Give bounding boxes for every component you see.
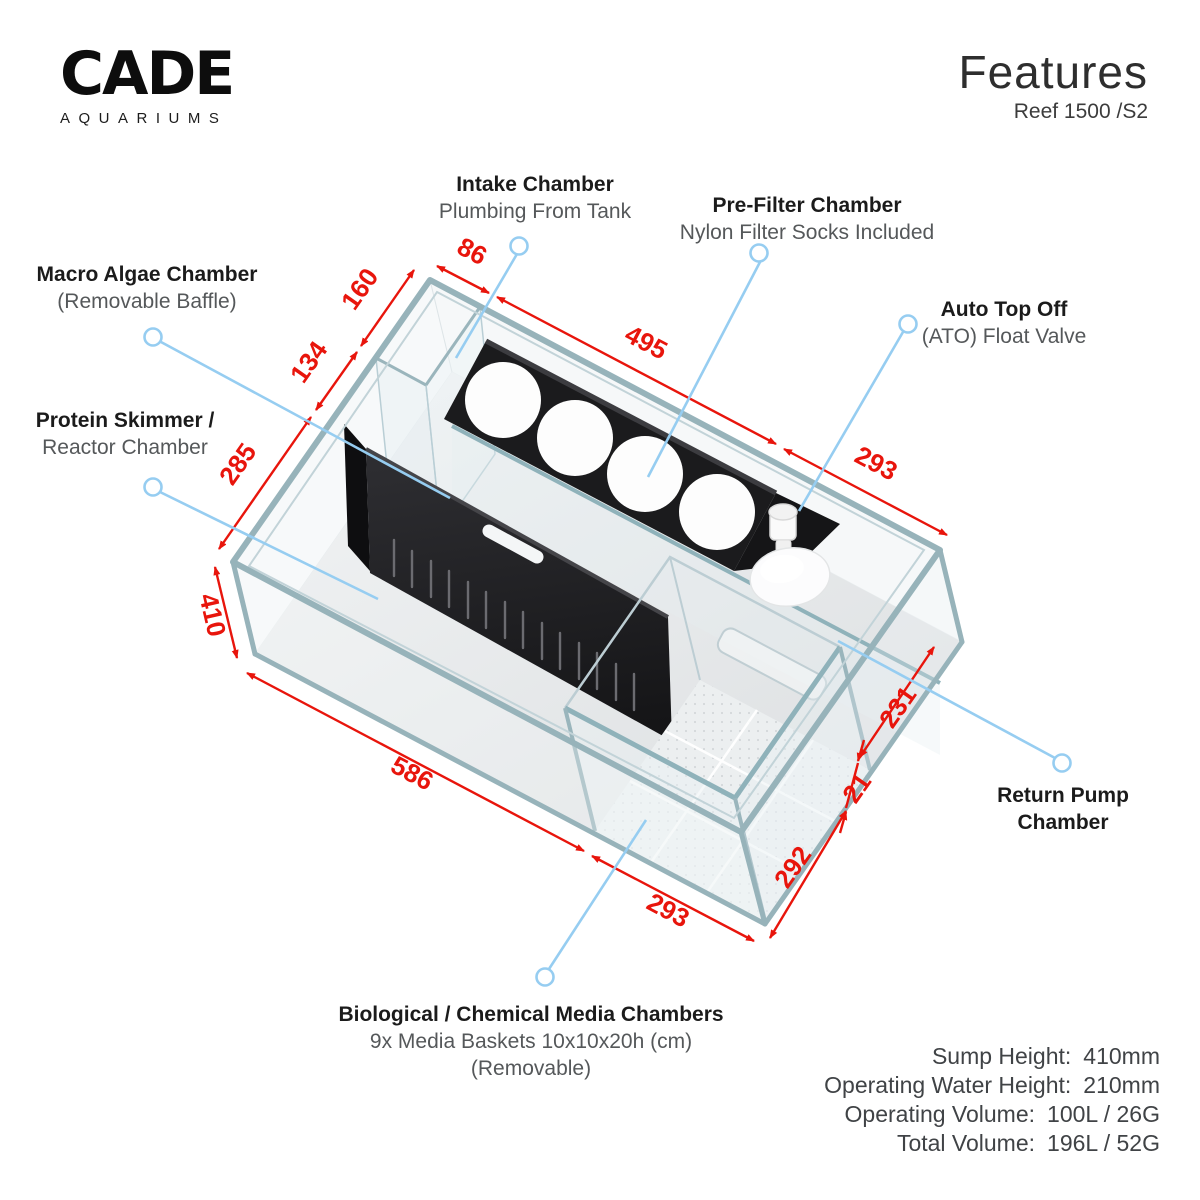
- model-name: Reef 1500 /S2: [1013, 100, 1148, 123]
- callout-intake-title: Intake Chamber: [456, 173, 614, 196]
- dim-line-231: [859, 646, 935, 758]
- sump-tank: [230, 277, 965, 927]
- leader-return-pump: [837, 639, 1072, 773]
- callout-ato: Auto Top Off (ATO) Float Valve: [922, 296, 1087, 350]
- leader-biological: [535, 819, 648, 987]
- callout-bio-sub2: (Removable): [470, 1057, 592, 1080]
- dim-line-21: [844, 762, 860, 809]
- dim-134: 134: [284, 335, 334, 388]
- spec-water-height: Operating Water Height: 210mm: [824, 1071, 1160, 1100]
- spec-operating-volume: Operating Volume: 100L / 26G: [824, 1100, 1160, 1129]
- callout-skimmer-sub: Reactor Chamber: [42, 436, 208, 459]
- callout-bio-title: Biological / Chemical Media Chambers: [338, 1003, 724, 1026]
- dim-line-292: [768, 810, 848, 939]
- spec-sump-height: Sump Height: 410mm: [824, 1042, 1160, 1071]
- dim-line-293-bottom: [591, 854, 755, 943]
- interior-divider-wall: [451, 424, 941, 755]
- dim-line-285: [218, 416, 312, 550]
- sock-hole-4: [679, 474, 755, 550]
- baffle-handle-slot: [482, 524, 544, 564]
- callout-intake: Intake Chamber Plumbing From Tank: [439, 171, 631, 225]
- dim-586: 586: [386, 750, 438, 797]
- leader-intake: [454, 236, 529, 359]
- page-title: Features: [958, 46, 1148, 98]
- spec-operating-volume-label: Operating Volume:: [844, 1101, 1036, 1127]
- dim-line-134: [315, 351, 358, 411]
- dim-line-495: [496, 295, 777, 446]
- baffle-slots: [392, 538, 636, 712]
- callout-ato-title: Auto Top Off: [940, 298, 1068, 321]
- dim-line-293-top: [783, 447, 948, 537]
- sock-hole-2: [537, 400, 613, 476]
- brand-logo-word: CADE: [60, 39, 235, 109]
- callout-return-pump: Return Pump Chamber: [997, 782, 1129, 836]
- leader-skimmer: [143, 477, 379, 601]
- callout-return-title2: Chamber: [1017, 811, 1109, 834]
- spec-total-volume-label: Total Volume:: [896, 1130, 1036, 1156]
- leader-prefilter: [646, 243, 769, 478]
- brand-logo: CADE AQUARIUMS: [60, 39, 235, 127]
- spec-total-volume: Total Volume: 196L / 52G: [824, 1129, 1160, 1158]
- spec-sump-height-value: 410mm: [1083, 1043, 1160, 1069]
- brand-logo-sub: AQUARIUMS: [60, 110, 228, 127]
- leader-macro-algae: [143, 327, 451, 500]
- rim-inner-line: [247, 290, 926, 820]
- dim-495: 495: [620, 319, 672, 366]
- callout-macro-title: Macro Algae Chamber: [36, 263, 258, 286]
- callout-ato-sub: (ATO) Float Valve: [921, 325, 1087, 348]
- callout-bio-sub1: 9x Media Baskets 10x10x20h (cm): [369, 1030, 693, 1053]
- spec-operating-volume-value: 100L / 26G: [1047, 1101, 1160, 1127]
- dim-160: 160: [335, 262, 384, 315]
- callout-skimmer: Protein Skimmer / Reactor Chamber: [36, 407, 215, 461]
- dim-86: 86: [452, 231, 492, 271]
- callout-macro-sub: (Removable Baffle): [57, 290, 237, 313]
- callout-biological: Biological / Chemical Media Chambers 9x …: [338, 1001, 723, 1082]
- dim-line-410: [213, 566, 239, 659]
- dim-line-86: [436, 264, 490, 295]
- callout-return-title: Return Pump: [997, 784, 1129, 807]
- page-header: Features Reef 1500 /S2: [958, 48, 1148, 124]
- dim-line-586: [246, 671, 585, 853]
- dim-293-top: 293: [850, 440, 902, 487]
- callout-intake-sub: Plumbing From Tank: [438, 200, 632, 223]
- skimmer-baffle: [344, 424, 672, 741]
- callout-prefilter-sub: Nylon Filter Socks Included: [679, 221, 935, 244]
- spec-water-height-label: Operating Water Height:: [824, 1072, 1072, 1098]
- dim-293-bottom: 293: [642, 887, 694, 934]
- spec-list: Sump Height: 410mm Operating Water Heigh…: [824, 1042, 1160, 1158]
- spec-total-volume-value: 196L / 52G: [1047, 1130, 1160, 1156]
- dim-410: 410: [193, 590, 232, 639]
- sock-hole-3: [607, 436, 683, 512]
- spec-sump-height-label: Sump Height:: [931, 1043, 1072, 1069]
- dim-line-160: [360, 269, 415, 347]
- callout-prefilter-title: Pre-Filter Chamber: [712, 194, 902, 217]
- sock-hole-1: [465, 362, 541, 438]
- callout-macro-algae: Macro Algae Chamber (Removable Baffle): [37, 261, 258, 315]
- spec-water-height-value: 210mm: [1083, 1072, 1160, 1098]
- leader-ato: [797, 314, 918, 512]
- dim-285: 285: [213, 437, 262, 490]
- leader-lines: [143, 236, 1072, 987]
- callout-skimmer-title: Protein Skimmer /: [35, 409, 215, 432]
- callout-prefilter: Pre-Filter Chamber Nylon Filter Socks In…: [680, 192, 934, 246]
